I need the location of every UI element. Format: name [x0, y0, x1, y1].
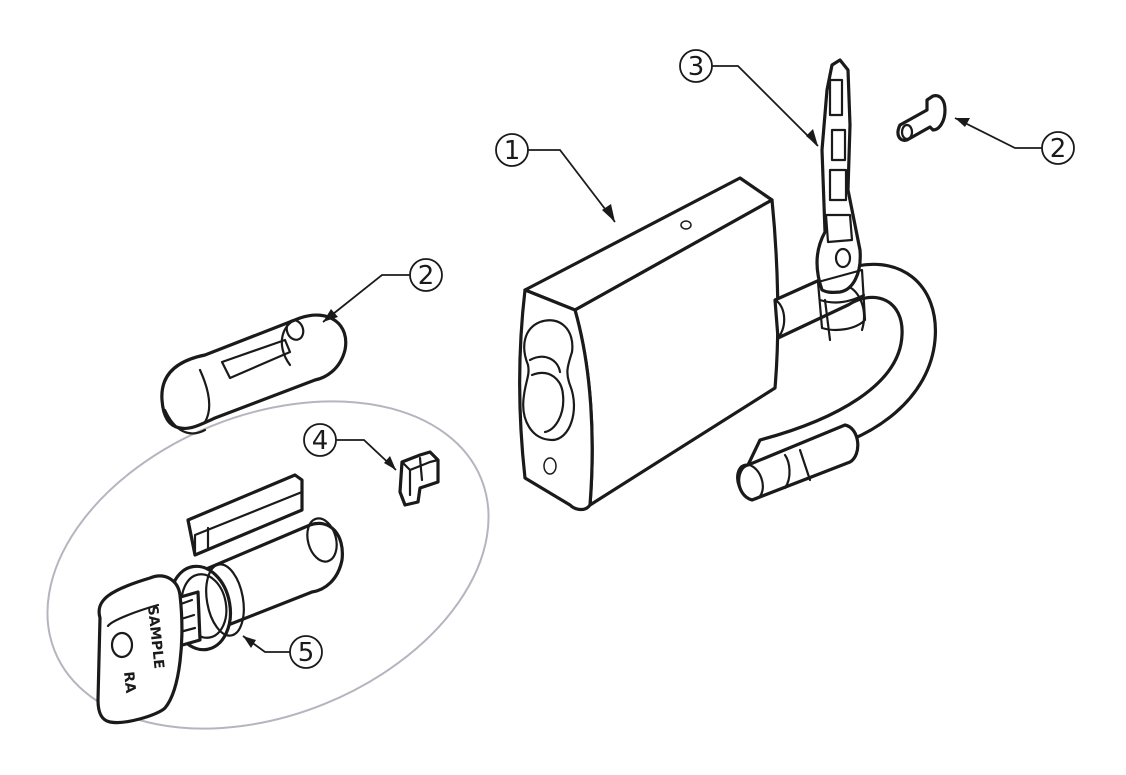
leader-2b	[322, 274, 410, 323]
callout-1: 1	[495, 133, 529, 167]
leader-2a	[954, 117, 1042, 149]
leader-1	[528, 149, 616, 223]
svg-text:3: 3	[688, 52, 705, 82]
svg-text:4: 4	[312, 426, 329, 456]
callout-2-sleeve: 2	[409, 258, 443, 292]
shackle-chain	[815, 58, 867, 331]
arrowhead-3	[806, 129, 818, 146]
svg-text:2: 2	[418, 261, 435, 291]
cylinder-group-outline	[46, 400, 490, 730]
leader-4	[336, 439, 397, 471]
callout-2-rivet: 2	[1041, 131, 1075, 165]
svg-text:1: 1	[504, 136, 521, 166]
key-stamp-sample: SAMPLE	[144, 605, 167, 670]
callout-3: 3	[679, 49, 713, 83]
callout-4: 4	[303, 423, 337, 457]
padlock-body	[518, 176, 780, 512]
leader-3	[712, 65, 819, 147]
svg-text:2: 2	[1050, 134, 1067, 164]
lock-cylinder: SAMPLE RA	[96, 473, 344, 725]
key-stamp-ra: RA	[120, 671, 138, 694]
shackle	[736, 262, 937, 502]
arrowhead-2a	[955, 118, 970, 127]
arrowhead-2b	[323, 309, 338, 322]
cylinder-sleeve	[160, 313, 348, 435]
arrowhead-5	[243, 636, 256, 648]
cam-clip	[398, 450, 440, 507]
arrowhead-1	[602, 204, 615, 222]
callout-5: 5	[289, 635, 323, 669]
arrowhead-4	[384, 456, 396, 470]
svg-text:5: 5	[298, 638, 315, 668]
rivet-pin	[896, 94, 947, 142]
